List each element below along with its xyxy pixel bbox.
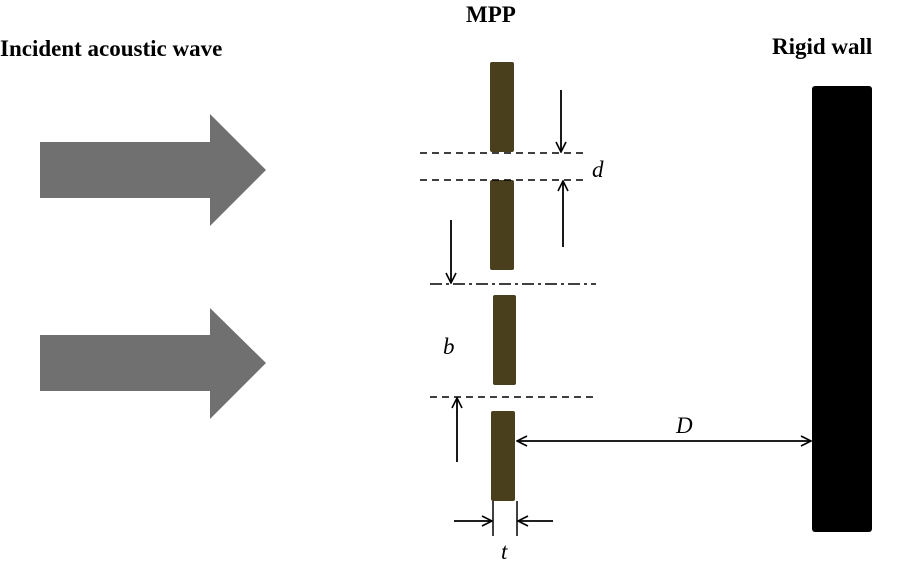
plate-segment-1 [490,62,514,152]
rigid-wall-label: Rigid wall [772,34,872,59]
D-label: D [675,413,693,438]
rigid-wall [812,86,872,532]
incident-arrow-top [40,114,266,226]
plate-segment-2 [490,180,514,270]
mpp-label: MPP [466,2,516,27]
b-label: b [443,334,455,359]
d-label: d [592,157,604,182]
incident-wave-label: Incident acoustic wave [0,36,222,61]
incident-arrow-bottom [40,308,266,419]
t-label: t [501,539,508,564]
plate-segment-4 [491,411,515,501]
plate-segment-3 [493,295,516,385]
